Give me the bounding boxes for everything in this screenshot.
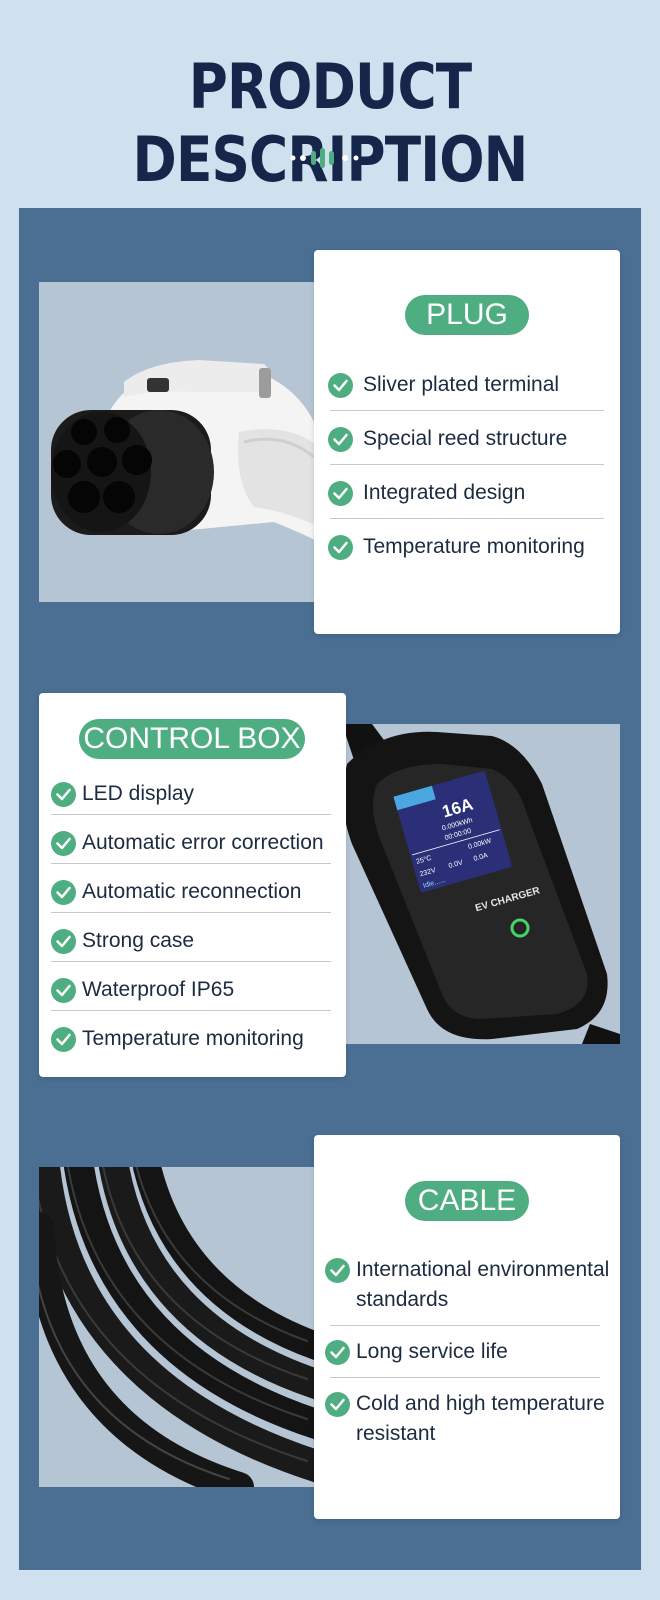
check-icon [51, 978, 76, 1003]
check-icon [51, 880, 76, 905]
check-icon [328, 427, 353, 452]
divider [330, 518, 604, 519]
feature-label: Waterproof IP65 [82, 978, 235, 1001]
check-icon [51, 782, 76, 807]
check-icon [51, 831, 76, 856]
check-icon [325, 1340, 350, 1365]
cable-photo [39, 1167, 319, 1487]
feature-label: Strong case [82, 929, 195, 952]
control-box-heading: CONTROL BOX [79, 719, 305, 759]
check-icon [328, 373, 353, 398]
divider [51, 912, 331, 913]
plug-photo [39, 282, 319, 602]
coiled-cable-image [39, 1167, 319, 1487]
feature-label: Automatic reconnection [82, 880, 302, 903]
control-box-card: CONTROL BOX LED display Automatic error … [39, 693, 346, 1077]
feature-label-continued: standards [356, 1288, 449, 1311]
display-voltage-2: 0.0V [448, 859, 464, 870]
check-icon [328, 535, 353, 560]
decorative-dots [290, 148, 359, 168]
plug-card: PLUG Sliver plated terminal Special reed… [314, 250, 620, 634]
divider [330, 1325, 600, 1326]
ev-charger-control-box-image: 16A 0.000kWh 00:00:00 25°C 0.00kW 232V 0… [342, 724, 620, 1044]
plug-heading: PLUG [405, 295, 529, 335]
divider [51, 961, 331, 962]
check-icon [328, 481, 353, 506]
check-icon [51, 929, 76, 954]
feature-label: International environmental [356, 1258, 610, 1281]
feature-label-continued: resistant [356, 1422, 436, 1445]
divider [330, 1377, 600, 1378]
ev-charging-plug-image [51, 360, 319, 542]
feature-label: Sliver plated terminal [363, 373, 560, 396]
divider [330, 410, 604, 411]
page-title: PRODUCT DESCRIPTION [132, 50, 529, 196]
feature-label: Special reed structure [363, 427, 568, 450]
check-icon [325, 1392, 350, 1417]
check-icon [51, 1027, 76, 1052]
divider [330, 464, 604, 465]
divider [51, 863, 331, 864]
display-voltage: 232V [419, 867, 437, 878]
feature-label: Temperature monitoring [82, 1027, 304, 1050]
feature-label: Cold and high temperature [356, 1392, 605, 1415]
feature-label: Automatic error correction [82, 831, 324, 854]
display-amps: 0.0A [473, 852, 489, 863]
cable-card: CABLE International environmental standa… [314, 1135, 620, 1519]
feature-label: Integrated design [363, 481, 526, 504]
feature-label: Long service life [356, 1340, 508, 1363]
control-box-photo: 16A 0.000kWh 00:00:00 25°C 0.00kW 232V 0… [342, 724, 620, 1044]
feature-label: Temperature monitoring [363, 535, 585, 558]
divider [51, 814, 331, 815]
divider [51, 1010, 331, 1011]
feature-label: LED display [82, 782, 195, 805]
cable-heading: CABLE [405, 1181, 529, 1221]
check-icon [325, 1258, 350, 1283]
